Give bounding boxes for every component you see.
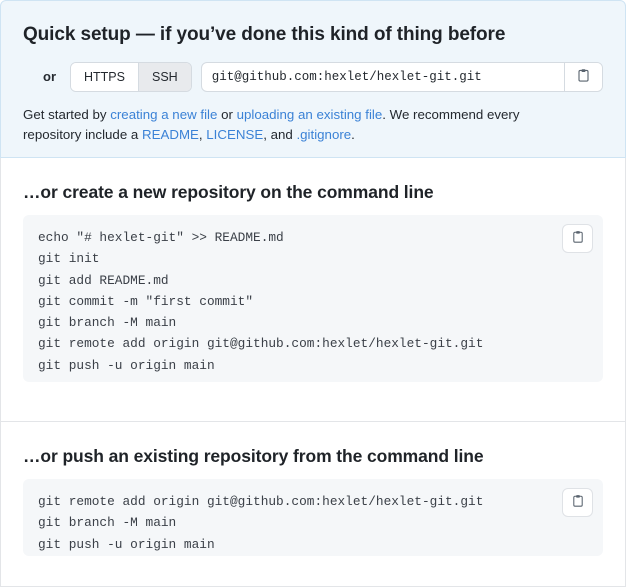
protocol-https-button[interactable]: HTTPS [71,62,138,91]
upload-existing-file-link[interactable]: uploading an existing file [236,106,383,122]
clone-url-row: or HTTPS SSH [23,61,603,92]
quick-setup-panel: Quick setup — if you’ve done this kind o… [0,0,626,158]
clone-url-field-wrapper [200,61,603,92]
create-repository-title: …or create a new repository on the comma… [23,182,434,202]
protocol-toggle-group: HTTPS SSH [70,61,192,92]
clipboard-icon [576,68,591,86]
copy-push-repository-commands-button[interactable] [562,488,593,517]
code-line: git remote add origin git@github.com:hex… [38,336,484,352]
hint-text-2: or [217,106,237,122]
code-line: git init [38,251,100,267]
code-line: git add README.md [38,272,169,288]
code-line: git push -u origin main [38,536,215,552]
copy-clone-url-button[interactable] [564,62,602,91]
hint-text-1: Get started by [23,106,111,122]
getting-started-hint: Get started by creating a new file or up… [23,105,568,146]
code-line: git branch -M main [38,315,177,331]
hint-text-4: , [198,127,207,143]
push-repository-title: …or push an existing repository from the… [23,446,484,466]
readme-link[interactable]: README [142,127,199,143]
quick-setup-title: Quick setup — if you’ve done this kind o… [23,24,506,45]
hint-text-5: , and [263,127,297,143]
code-line: echo "# hexlet-git" >> README.md [38,230,284,245]
clipboard-icon [571,230,585,247]
clipboard-icon [571,494,585,511]
code-line: git remote add origin git@github.com:hex… [38,494,484,509]
or-label: or [43,69,56,85]
create-repository-section: …or create a new repository on the comma… [0,158,626,422]
push-repository-section: …or push an existing repository from the… [0,422,626,587]
protocol-ssh-button[interactable]: SSH [137,62,191,91]
push-repository-code-block: git remote add origin git@github.com:hex… [23,479,603,556]
license-link[interactable]: LICENSE [206,127,264,143]
code-line: git branch -M main [38,515,177,531]
copy-create-repository-commands-button[interactable] [562,224,593,253]
create-new-file-link[interactable]: creating a new file [110,106,218,122]
clone-url-input[interactable] [201,62,564,91]
code-line: git push -u origin main [38,357,215,373]
hint-text-6: . [351,127,355,143]
create-repository-code-block: echo "# hexlet-git" >> README.md git ini… [23,215,603,382]
code-line: git commit -m "first commit" [38,293,254,309]
gitignore-link[interactable]: .gitignore [296,127,352,143]
hint-text-3: . We recommend every repository include … [23,106,520,143]
